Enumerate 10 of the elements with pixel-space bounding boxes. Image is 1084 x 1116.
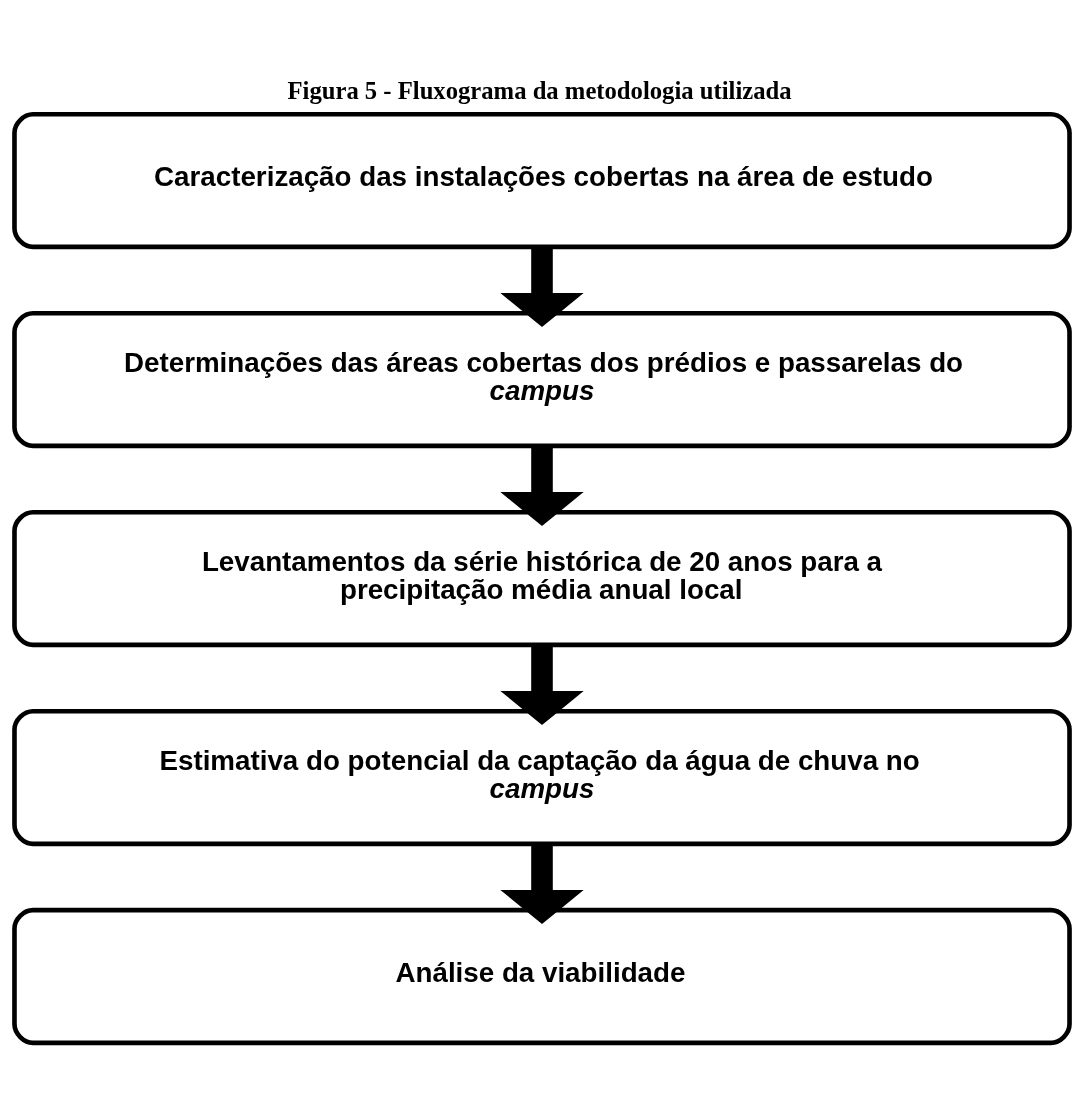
node-box: Análise da viabilidade: [12, 907, 1072, 1045]
node-box: Determinações das áreas cobertas dos prédios e passarelas do campus: [12, 310, 1072, 448]
arrow: [500, 445, 584, 526]
arrow: [500, 246, 584, 327]
node-box: Estimativa do potencial da captação da água de chuva no campus: [12, 708, 1072, 846]
node-box: Levantamentos da série histórica de 20 anos para a precipitação média anual local: [12, 509, 1072, 647]
arrow: [500, 843, 584, 924]
arrow: [500, 644, 584, 725]
diagram-title: Figura 5 - Fluxograma da metodologia utilizada: [287, 76, 792, 104]
node-box: Caracterização das instalações cobertas na área de estudo: [12, 111, 1072, 249]
